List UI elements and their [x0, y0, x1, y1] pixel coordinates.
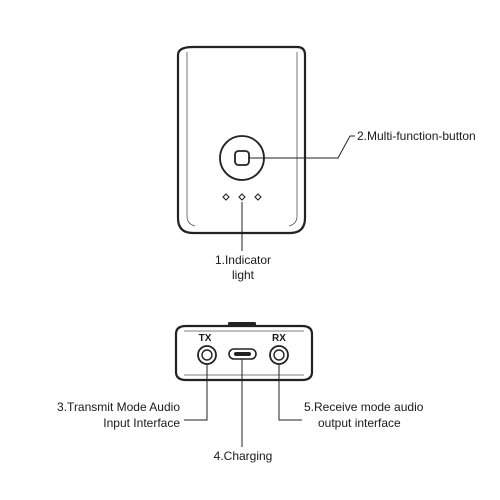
device-front-view	[176, 45, 307, 235]
callout-transmit-input-interface: 3.Transmit Mode Audio	[57, 400, 180, 414]
indicator-light-icon	[238, 193, 246, 201]
callout-receive-output-interface: 5.Receive mode audio	[304, 400, 424, 414]
device-bottom-view: TX RX	[174, 322, 314, 382]
callout-transmit-input-interface-line2: Input Interface	[103, 416, 180, 430]
micro-usb-port-inner	[234, 352, 251, 356]
indicator-light-icon	[254, 193, 262, 201]
port-label-tx: TX	[199, 333, 212, 344]
leader-line-receive	[278, 364, 302, 421]
rx-audio-jack-inner	[273, 349, 285, 361]
callout-receive-output-interface-line2: output interface	[318, 416, 401, 430]
port-label-rx: RX	[272, 333, 286, 344]
lanyard-slot	[228, 322, 256, 327]
indicator-lights	[222, 193, 262, 201]
tx-audio-jack	[197, 345, 217, 365]
device-inner-right-edge	[288, 52, 298, 227]
callout-multi-function-button: 2.Multi-function-button	[357, 129, 476, 143]
callout-indicator-light: 1.Indicator	[215, 253, 271, 267]
tx-audio-jack-inner	[201, 349, 213, 361]
rx-audio-jack	[269, 345, 289, 365]
device-inner-left-edge	[186, 52, 196, 227]
leader-line-transmit	[184, 364, 208, 421]
callout-indicator-light-line2: light	[232, 268, 255, 282]
callout-charging: 4.Charging	[214, 449, 273, 463]
leader-line-button	[248, 135, 355, 159]
indicator-light-icon	[222, 193, 230, 201]
